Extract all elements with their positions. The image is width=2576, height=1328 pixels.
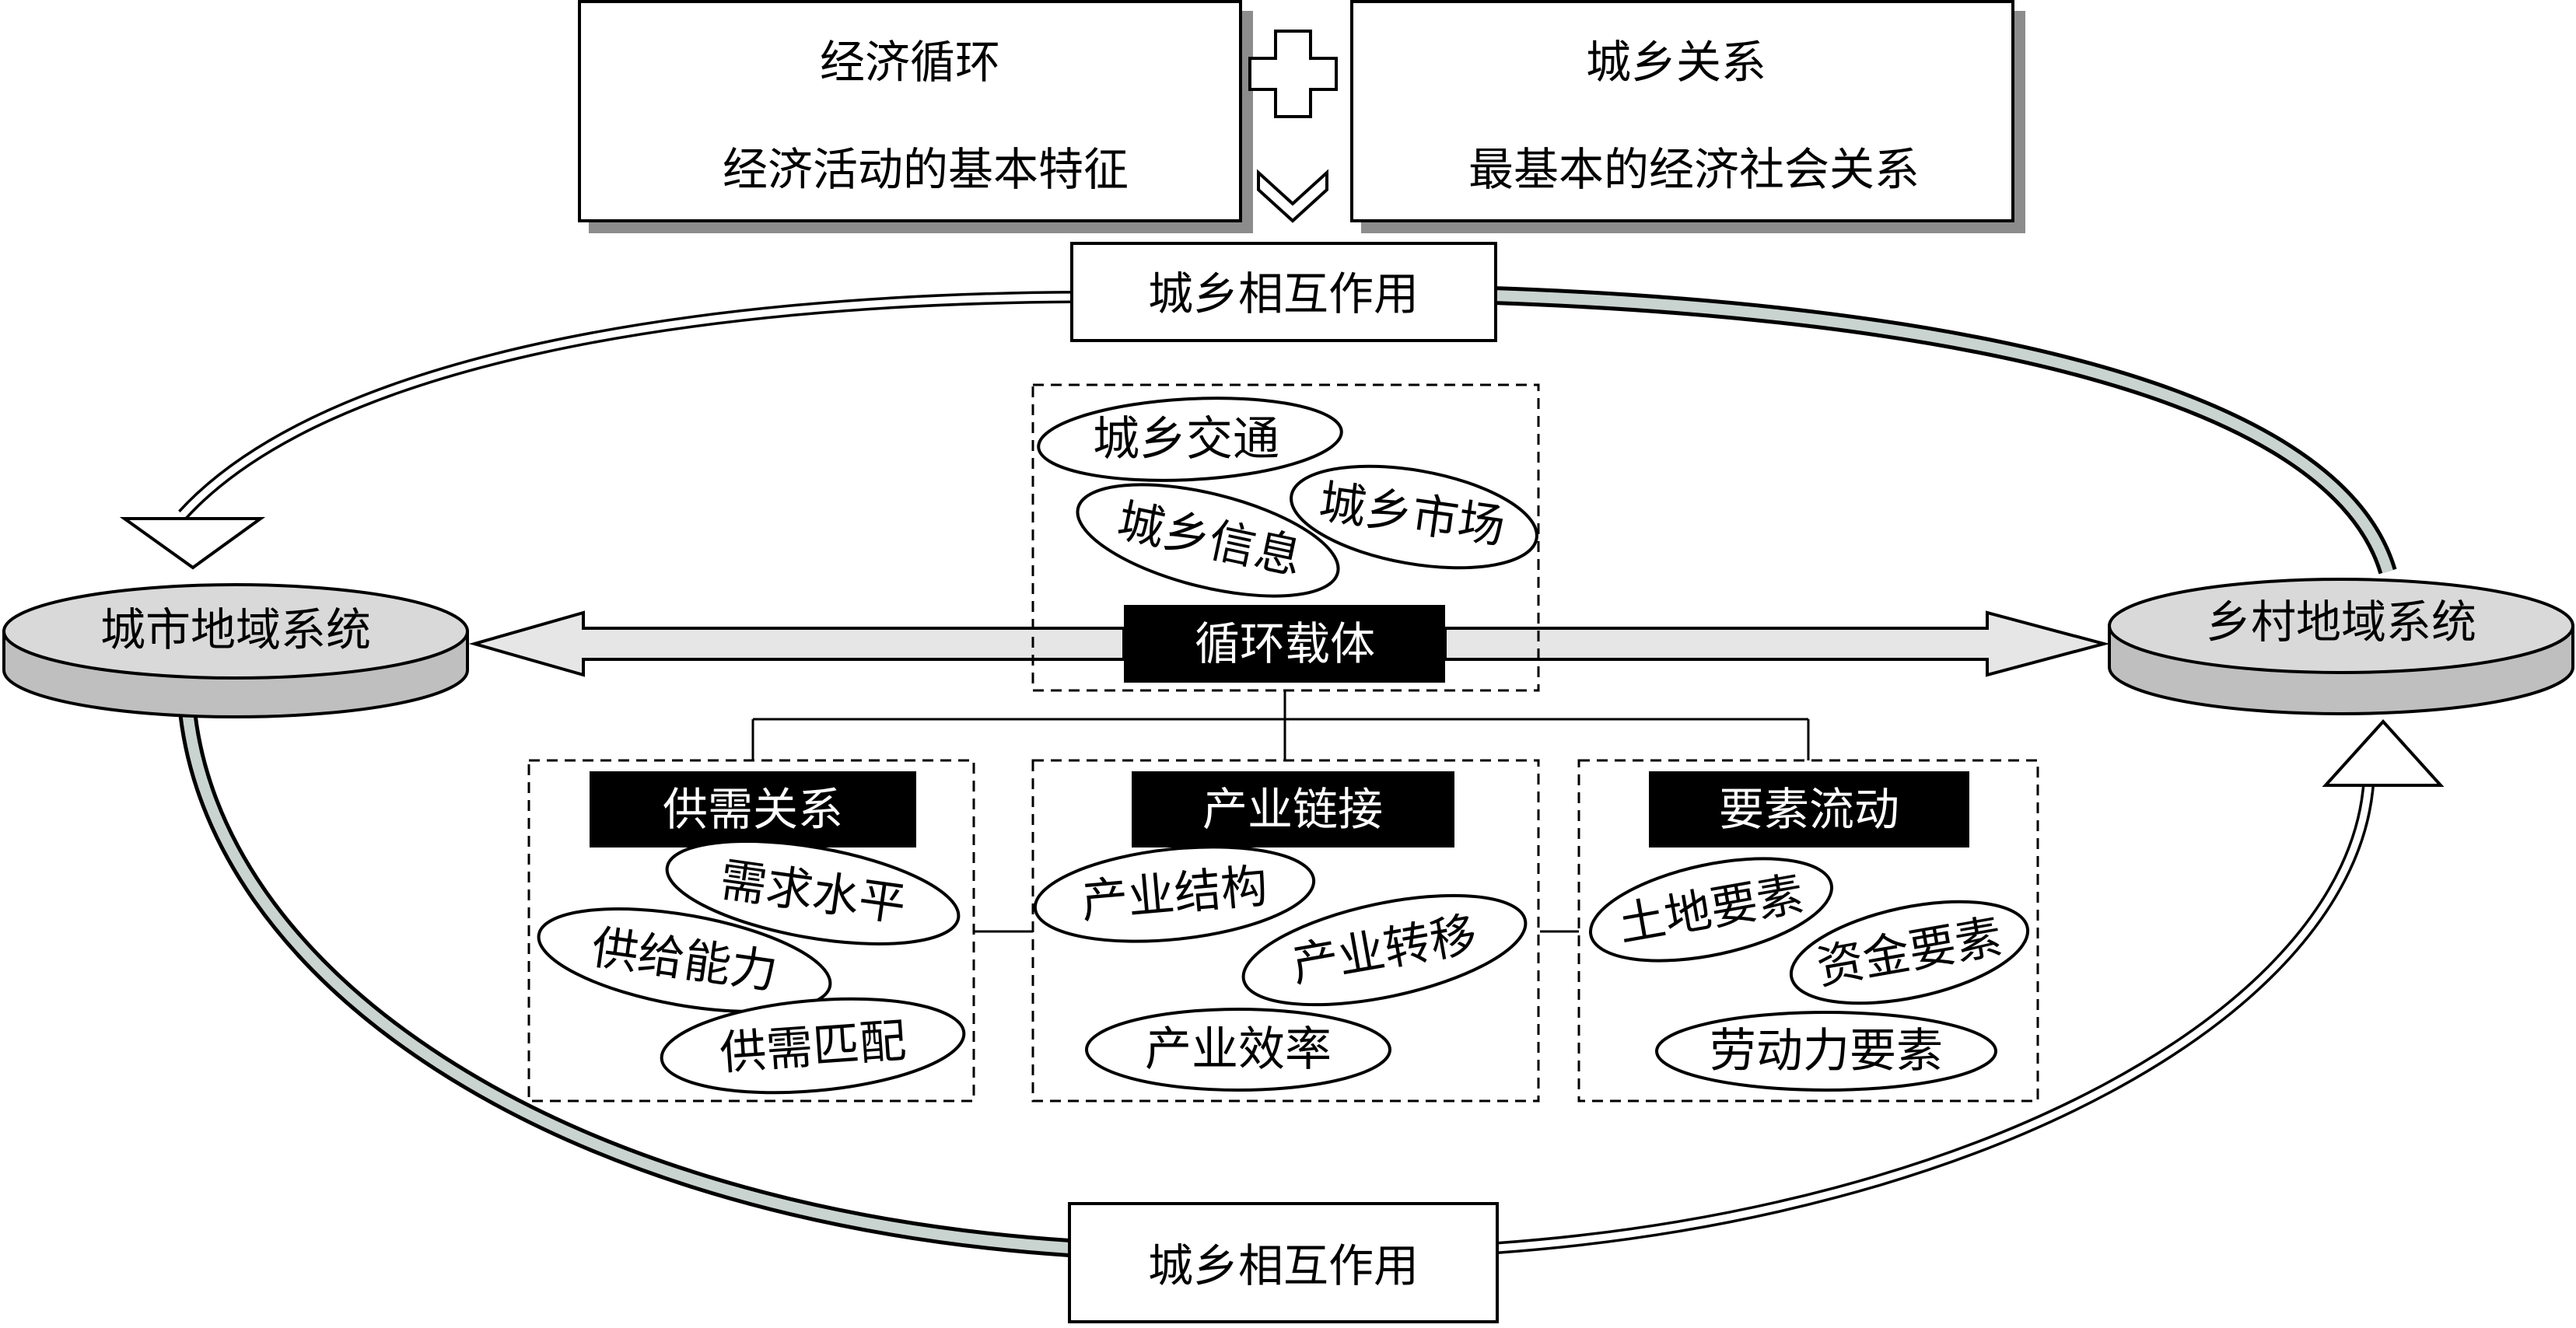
industry-link-group [1031, 759, 1540, 1103]
rural-system-label: 乡村地域系统 [2206, 596, 2476, 648]
economic-cycle-subtitle: 经济活动的基本特征 [723, 143, 1129, 196]
urban-rural-relation-title: 城乡关系 [1586, 36, 1766, 89]
plus-icon [1248, 30, 1338, 118]
group-item-oval [1085, 1008, 1391, 1092]
rural-system-disk [2108, 578, 2574, 715]
carrier-item-oval [1290, 464, 1538, 570]
urban-rural-relation-box [1350, 0, 2014, 222]
interaction-box-top [1070, 242, 1497, 342]
urban-system-label: 城市地域系统 [100, 603, 371, 656]
labor-factor: 劳动力要素 [1710, 1024, 1943, 1078]
group-item-oval [665, 840, 961, 945]
group-item-oval [1588, 857, 1834, 963]
group-header [1132, 771, 1454, 847]
economic-cycle-box [578, 0, 1242, 222]
supply-demand-group [527, 759, 975, 1103]
urban-rural-relation-subtitle: 最基本的经济社会关系 [1468, 143, 1920, 196]
carrier-item-oval [1076, 483, 1340, 598]
carrier-header-label: 循环载体 [1195, 617, 1375, 670]
carrier-item-oval [1037, 397, 1343, 482]
interaction-label-top: 城乡相互作用 [1148, 267, 1419, 320]
group-item-oval [1655, 1011, 1997, 1092]
group-header [590, 771, 916, 847]
group-item-oval [660, 997, 966, 1095]
urban-inflow-arrow [119, 517, 266, 570]
factor-flow-group [1577, 759, 2039, 1103]
group-item-oval [1789, 900, 2030, 1005]
urban-system-disk [2, 583, 469, 718]
group-header [1649, 771, 1969, 847]
carrier-item-traffic: 城乡交通 [1093, 412, 1279, 467]
supply-demand-match: 供需匹配 [718, 1014, 908, 1082]
factor-flow-header: 要素流动 [1719, 783, 1899, 836]
loop-bottom-right-curve [1496, 785, 2375, 1254]
carrier-header [1124, 605, 1445, 683]
interaction-box-bottom [1068, 1202, 1499, 1323]
rural-inflow-arrow [2322, 719, 2445, 787]
economic-cycle-title: 经济循环 [820, 36, 1000, 89]
chevron-down-icon [1257, 169, 1328, 223]
arrow-to-rural [1444, 610, 2110, 677]
group-item-oval [537, 907, 832, 1013]
group-connector [751, 690, 1810, 933]
interaction-label-bottom: 城乡相互作用 [1148, 1239, 1419, 1292]
industry-link-header: 产业链接 [1202, 783, 1383, 836]
group-item-oval [1241, 893, 1528, 1007]
group-item-oval [1033, 845, 1316, 943]
arrow-to-urban [468, 610, 1125, 677]
industry-efficiency: 产业效率 [1145, 1022, 1332, 1077]
supply-demand-header: 供需关系 [663, 783, 843, 836]
